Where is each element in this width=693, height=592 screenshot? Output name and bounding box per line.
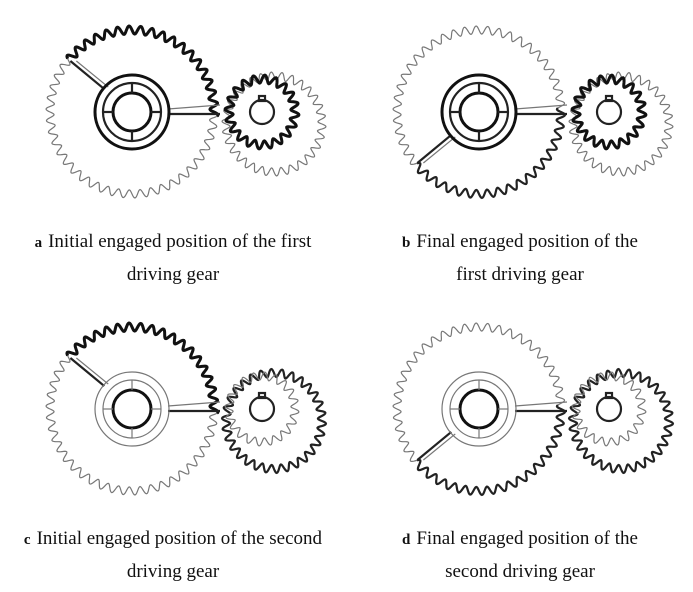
spoke-line: [69, 60, 105, 90]
hub-bore: [111, 91, 153, 133]
hub-outer-ring: [441, 371, 517, 447]
big-gear-active-arc: [65, 321, 220, 415]
caption-b: b Final engaged position of the first dri…: [347, 226, 693, 290]
big-gear-active-arc: [416, 404, 567, 497]
key-slot: [604, 94, 614, 103]
hub-bore: [111, 388, 153, 430]
small-gear-inner: [224, 371, 300, 447]
caption-a: a Initial engaged position of the first d…: [0, 226, 346, 290]
spoke-line: [416, 431, 452, 461]
spoke-line: [76, 60, 109, 88]
arm-line: [167, 104, 221, 110]
key-slot: [257, 391, 267, 400]
big-gear-outline: [45, 355, 218, 496]
keyed-bore: [248, 395, 276, 423]
small-gear-inner: [223, 73, 301, 151]
small-gear-outer: [221, 71, 327, 177]
caption-line2: driving gear: [126, 264, 220, 285]
big-gear-active-arc: [416, 107, 567, 200]
hub-outer-ring: [440, 73, 518, 151]
arm-line: [514, 401, 568, 407]
caption-line1: Initial engaged position of the second: [36, 528, 323, 549]
caption-line1: Final engaged position of the: [416, 528, 638, 549]
hub-outer-ring: [93, 73, 171, 151]
spoke-line: [76, 357, 109, 385]
gear-diagram-b: [392, 25, 674, 200]
hub-outer-ring: [94, 371, 170, 447]
gear-diagram-d: [392, 322, 675, 497]
caption-letter: a: [34, 235, 43, 251]
arm-line: [514, 104, 568, 110]
keyed-bore: [595, 98, 623, 126]
key-slot: [257, 94, 267, 103]
spoke-line: [423, 136, 456, 164]
caption-letter: c: [23, 532, 31, 548]
keyed-bore: [595, 395, 623, 423]
arm-line: [167, 401, 221, 407]
caption-letter: b: [402, 235, 411, 251]
panel-a: a Initial engaged position of the first d…: [0, 0, 346, 295]
big-gear-outline: [45, 58, 218, 199]
caption-line1: Final engaged position of the: [416, 231, 638, 252]
spoke-line: [423, 433, 456, 461]
caption-letter: d: [402, 532, 411, 548]
small-gear-inner: [571, 371, 647, 447]
caption-line1: Initial engaged position of the first: [48, 231, 312, 252]
caption-d: d Final engaged position of the second dr…: [347, 523, 693, 587]
panel-b: b Final engaged position of the first dri…: [347, 0, 693, 295]
big-gear-active-arc: [65, 24, 220, 118]
gear-diagram-a: [45, 24, 327, 199]
small-gear-outer: [220, 367, 328, 475]
big-gear-outline: [392, 322, 566, 463]
caption-line2: second driving gear: [445, 561, 595, 582]
big-gear-outline: [392, 25, 566, 166]
spoke-line: [69, 357, 105, 387]
caption-line2: driving gear: [126, 561, 220, 582]
hub-bore: [458, 388, 500, 430]
small-gear-outer: [567, 367, 675, 475]
spoke-line: [416, 134, 452, 164]
caption-line2: first driving gear: [456, 264, 584, 285]
hub-bore: [458, 91, 500, 133]
key-slot: [604, 391, 614, 400]
small-gear-outer: [568, 71, 674, 177]
gear-diagram-c: [45, 321, 328, 496]
small-gear-inner: [570, 73, 648, 151]
panel-d: d Final engaged position of the second dr…: [347, 297, 693, 592]
keyed-bore: [248, 98, 276, 126]
